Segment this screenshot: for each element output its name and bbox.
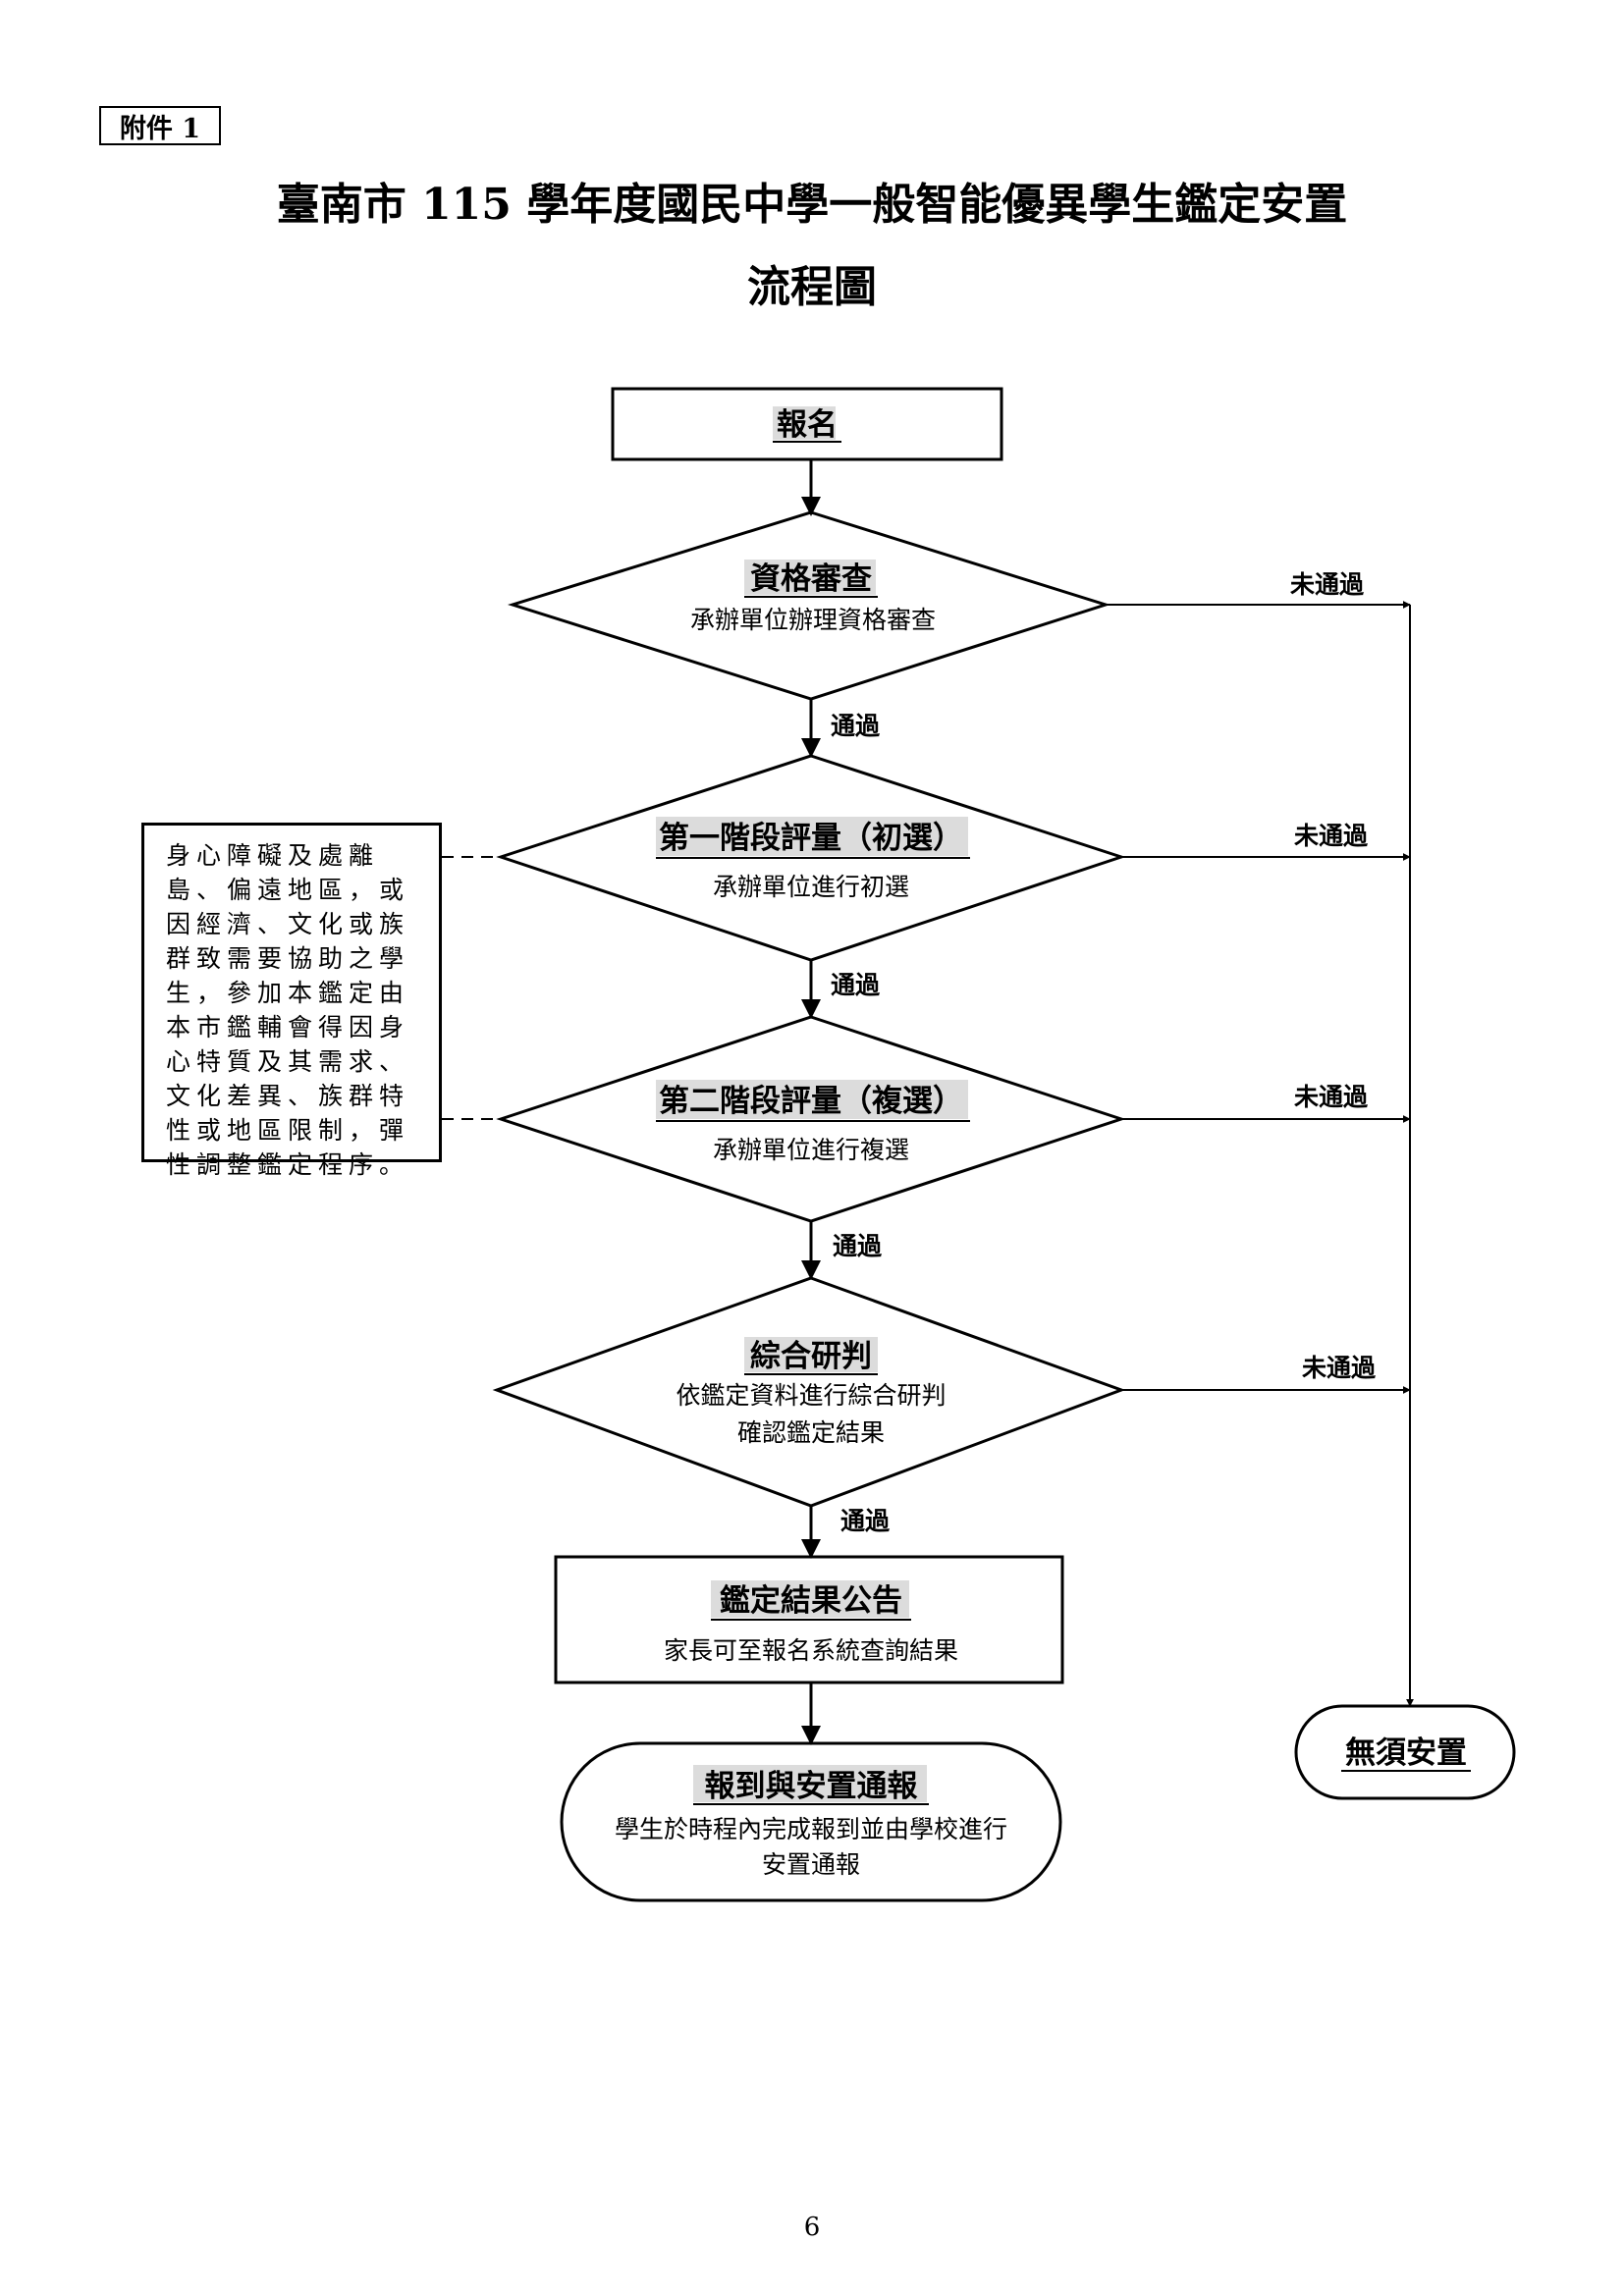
no-placement-terminal <box>1294 1704 1516 1800</box>
registration-box <box>611 387 1003 461</box>
fail-arrows <box>1106 601 1414 1707</box>
attachment-label: 附件 1 <box>99 106 221 145</box>
announcement-title: 鑑定結果公告 <box>720 1583 902 1619</box>
comprehensive-title: 綜合研判 <box>750 1339 872 1374</box>
report-terminal <box>560 1741 1062 1902</box>
comprehensive-diamond <box>492 1276 1126 1508</box>
page-subtitle: 流程圖 <box>747 262 877 312</box>
fail-label-2: 未通過 <box>1294 822 1369 850</box>
pass-label-3: 通過 <box>833 1232 883 1260</box>
pass-label-4: 通過 <box>840 1507 891 1535</box>
announcement-box <box>554 1555 1064 1684</box>
stage1-desc: 承辦單位進行初選 <box>713 873 909 901</box>
stage2-title-highlight <box>656 1080 968 1119</box>
comprehensive-desc-line1: 依鑑定資料進行綜合研判 <box>676 1381 946 1410</box>
registration-title: 報名 <box>777 407 838 443</box>
page-title: 臺南市 115 學年度國民中學一般智能優異學生鑑定安置 <box>276 180 1348 230</box>
announcement-desc: 家長可至報名系統查詢結果 <box>664 1636 958 1665</box>
stage1-diamond <box>496 754 1126 962</box>
announcement-title-highlight <box>711 1580 909 1618</box>
fail-label-1: 未通過 <box>1290 570 1365 599</box>
fail-label-3: 未通過 <box>1294 1083 1369 1111</box>
no-placement-title: 無須安置 <box>1345 1735 1467 1771</box>
comprehensive-title-highlight <box>744 1337 878 1372</box>
stage1-title-highlight <box>656 817 968 856</box>
qualification-desc: 承辦單位辦理資格審查 <box>690 606 936 634</box>
note-connectors <box>442 856 501 1120</box>
report-title: 報到與安置通報 <box>705 1769 919 1804</box>
registration-title-highlight <box>773 406 836 440</box>
page-number: 6 <box>803 2213 821 2242</box>
qualification-diamond <box>507 510 1110 701</box>
report-title-highlight <box>693 1765 927 1802</box>
stage2-desc: 承辦單位進行複選 <box>713 1136 909 1164</box>
stage1-title: 第一階段評量（初選） <box>659 821 963 856</box>
side-note: 身心障礙及處離島、偏遠地區，或因經濟、文化或族群致需要協助之學生，參加本鑑定由本… <box>141 823 442 1179</box>
report-desc-line2: 安置通報 <box>762 1850 860 1879</box>
fail-label-4: 未通過 <box>1302 1354 1377 1382</box>
pass-label-1: 通過 <box>831 712 881 740</box>
qualification-title-highlight <box>744 560 876 595</box>
stage2-title: 第二階段評量（複選） <box>659 1084 963 1119</box>
report-desc-line1: 學生於時程內完成報到並由學校進行 <box>615 1815 1007 1843</box>
stage2-diamond <box>496 1015 1126 1223</box>
comprehensive-desc-line2: 確認鑑定結果 <box>737 1418 885 1447</box>
qualification-title: 資格審查 <box>750 561 872 597</box>
pass-label-2: 通過 <box>831 971 881 999</box>
